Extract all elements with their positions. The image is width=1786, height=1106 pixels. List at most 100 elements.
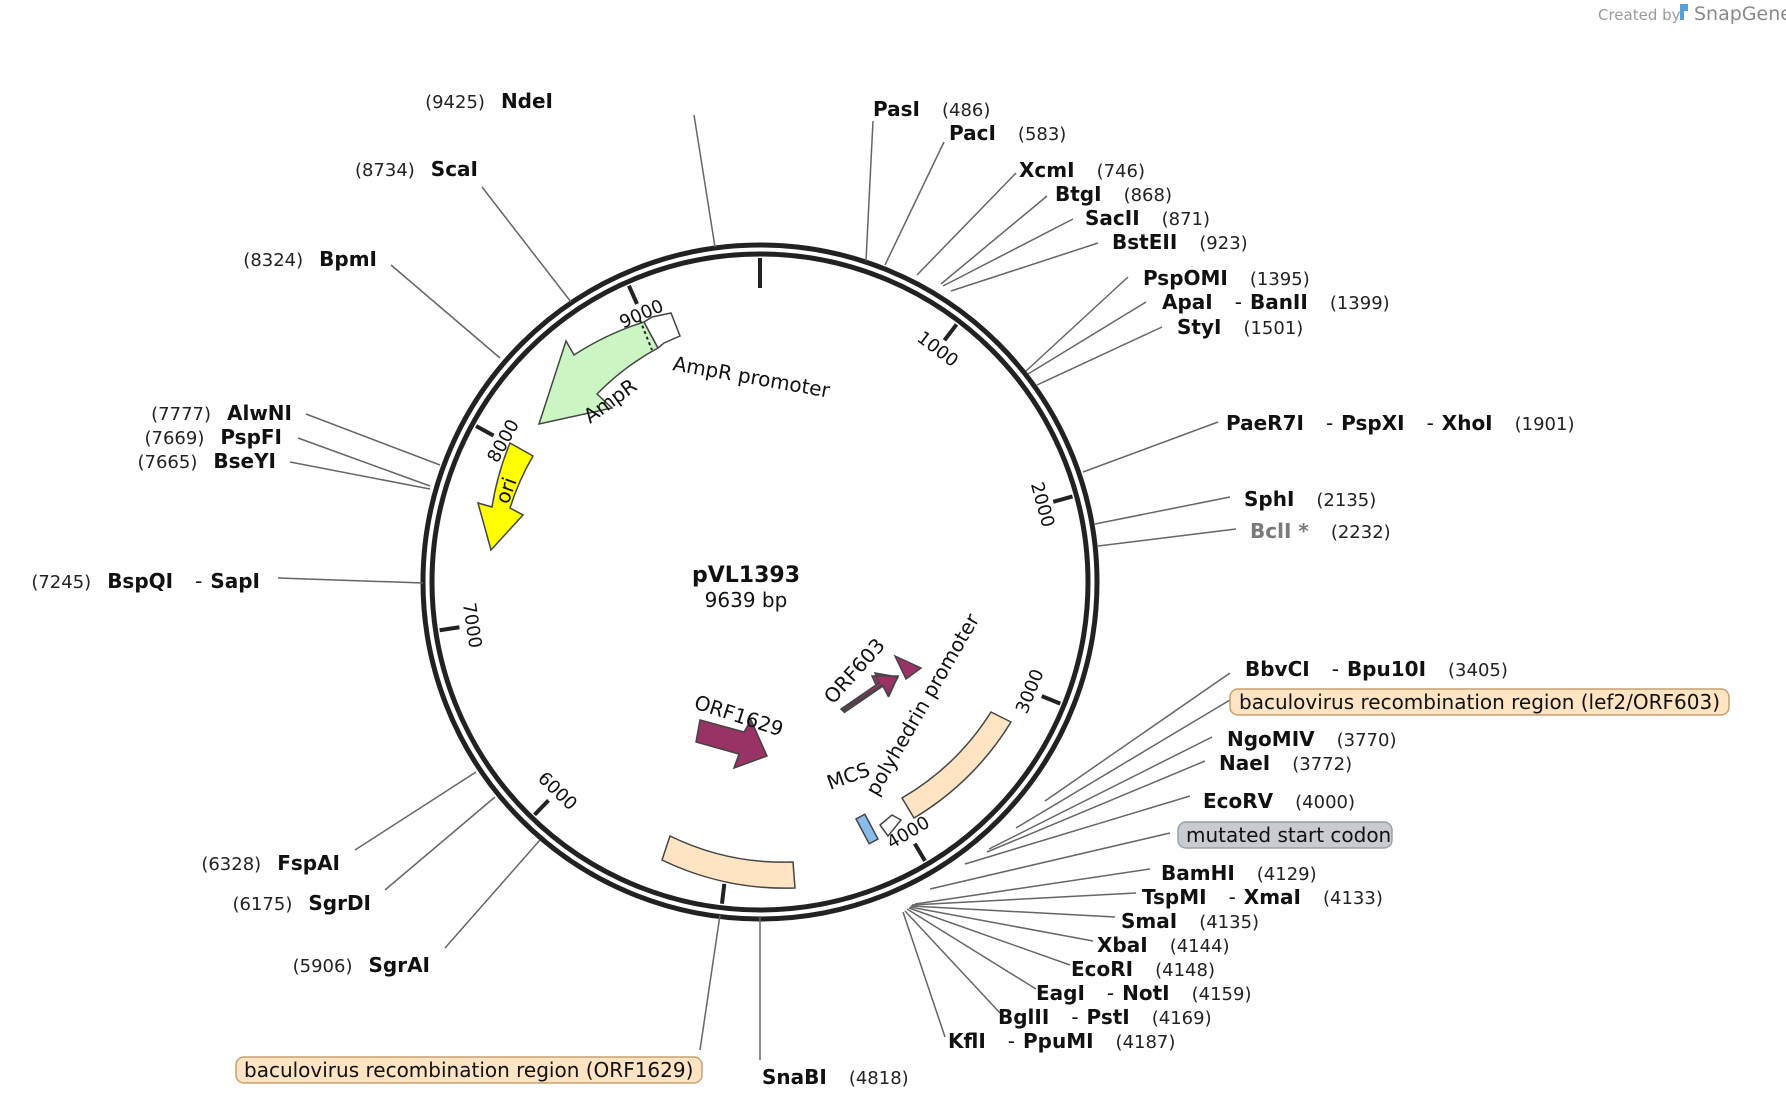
leader-sgrdi: [384, 796, 496, 891]
site-enzyme-name: PstI: [1087, 1005, 1130, 1029]
leader-xcmi: [916, 172, 1017, 276]
site-position: (4000): [1295, 792, 1355, 813]
tick-label-7000: 7000: [458, 601, 486, 649]
leader-sacii: [942, 218, 1074, 287]
site-enzyme-name: EcoRV: [1203, 789, 1274, 813]
site-position: (7777): [151, 404, 211, 425]
site-enzyme-name: PaeR7I: [1226, 411, 1304, 435]
site-enzyme-name: StyI: [1177, 315, 1221, 339]
site-enzyme-name: NotI: [1122, 981, 1169, 1005]
site-label-tspmi: TspMI-XmaI(4133): [1142, 885, 1383, 909]
site-enzyme-name: PpuMI: [1023, 1029, 1094, 1053]
leader-pspfi: [297, 437, 431, 487]
site-label-kfli: KflI-PpuMI(4187): [948, 1029, 1175, 1053]
leader-paer7i: [1082, 421, 1219, 473]
leader-ecori: [908, 907, 1071, 966]
leader-alwni: [305, 413, 441, 466]
site-label-styi: StyI(1501): [1177, 315, 1303, 339]
leader-fspai: [354, 771, 477, 851]
site-position: (3772): [1292, 754, 1352, 775]
leader-apai: [1027, 301, 1147, 375]
site-position: (4144): [1170, 936, 1230, 957]
site-label-sgrai: (5906) SgrAI: [293, 953, 430, 977]
site-enzyme-name: SapI: [210, 569, 260, 593]
site-position: (4169): [1152, 1008, 1212, 1029]
site-enzyme-name: ApaI: [1162, 290, 1213, 314]
site-position: (4159): [1192, 984, 1252, 1005]
site-enzyme-name: NdeI: [501, 89, 553, 113]
site-enzyme-name: SnaBI: [762, 1065, 827, 1089]
leader-bglii: [904, 910, 1001, 1014]
tick-2000: [1052, 494, 1074, 504]
tick-label-3000: 3000: [1012, 666, 1049, 716]
tick-5000: [719, 883, 727, 904]
leader-tspmi: [911, 892, 1137, 906]
tick-label-2000: 2000: [1026, 480, 1058, 530]
plasmid-name: pVL1393: [692, 563, 800, 588]
tick-7000: [439, 625, 460, 633]
site-label-bcli: BclI *(2232): [1250, 519, 1391, 543]
site-label-bglii: BglII-PstI(4169): [998, 1005, 1212, 1029]
site-enzyme-name: FspAI: [277, 851, 340, 875]
site-enzyme-name: PacI: [949, 121, 996, 145]
site-position: (4133): [1323, 888, 1383, 909]
site-separator: -: [1326, 411, 1333, 435]
site-label-alwni: (7777)AlwNI: [151, 401, 292, 425]
site-label-smai: SmaI(4135): [1121, 909, 1259, 933]
site-label-ndei: (9425)NdeI: [425, 89, 553, 113]
leader-kfli: [902, 911, 946, 1038]
site-position: (1399): [1330, 293, 1390, 314]
site-position: (3770): [1337, 730, 1397, 751]
site-position: (4129): [1257, 864, 1317, 885]
leader-styi: [1036, 326, 1163, 386]
site-position: (4148): [1155, 960, 1215, 981]
site-enzyme-name: BpmI: [319, 247, 377, 271]
leader-ngomiv: [988, 736, 1213, 850]
site-label-ecori: EcoRI(4148): [1071, 957, 1215, 981]
site-label-naei: NaeI(3772): [1219, 751, 1352, 775]
ori-arrow: [476, 441, 535, 552]
lef2-orf603-region-box: baculovirus recombination region (lef2/O…: [1229, 688, 1730, 716]
site-label-paer7i: PaeR7I-PspXI-XhoI(1901): [1226, 411, 1574, 435]
leader-mutated-start: [929, 832, 1171, 890]
site-position: (4818): [849, 1068, 909, 1089]
site-label-bbvci: BbvCI-Bpu10I(3405): [1245, 657, 1508, 681]
site-label-btgi: BtgI(868): [1055, 182, 1172, 206]
leader-bbvci: [1044, 672, 1231, 802]
site-label-pspfi: (7669)PspFI: [145, 425, 283, 449]
tick-3000: [1041, 694, 1062, 706]
leader-bsteii: [950, 242, 1099, 292]
site-label-bseyi: (7665)BseYI: [138, 449, 277, 473]
site-position: (4187): [1116, 1032, 1176, 1053]
leader-btgi: [940, 195, 1048, 285]
site-label-paci: PacI(583): [949, 121, 1066, 145]
site-label-pspomi: PspOMI(1395): [1143, 266, 1310, 290]
orf1629-region-box: baculovirus recombination region (ORF162…: [235, 1056, 703, 1084]
site-position: (1901): [1515, 414, 1575, 435]
site-enzyme-name: PspXI: [1341, 411, 1404, 435]
site-position: (746): [1097, 161, 1145, 182]
site-separator: -: [1008, 1029, 1015, 1053]
site-enzyme-name: XmaI: [1244, 885, 1301, 909]
site-position: (7669): [145, 428, 205, 449]
mcs-box: [854, 813, 880, 845]
site-enzyme-name: Bpu10I: [1347, 657, 1426, 681]
leader-bspqi: [277, 577, 424, 584]
site-label-bsteii: BstEII(923): [1112, 230, 1248, 254]
plasmid-size: 9639 bp: [705, 588, 788, 612]
site-label-sacii: SacII(871): [1085, 206, 1210, 230]
backbone-inner-ring: [429, 251, 1091, 913]
site-position: (5906): [293, 956, 353, 977]
site-separator: -: [1332, 657, 1339, 681]
site-position: (7245): [31, 572, 91, 593]
site-enzyme-name: BglII: [998, 1005, 1049, 1029]
site-enzyme-name: SgrAI: [368, 953, 430, 977]
site-enzyme-name: ScaI: [431, 157, 478, 181]
site-position: (1395): [1250, 269, 1310, 290]
snapgene-brand-text: SnapGene: [1694, 3, 1786, 25]
site-label-sphi: SphI(2135): [1244, 487, 1376, 511]
site-separator: -: [1235, 290, 1242, 314]
site-label-apai: ApaI-BanII(1399): [1162, 290, 1390, 314]
